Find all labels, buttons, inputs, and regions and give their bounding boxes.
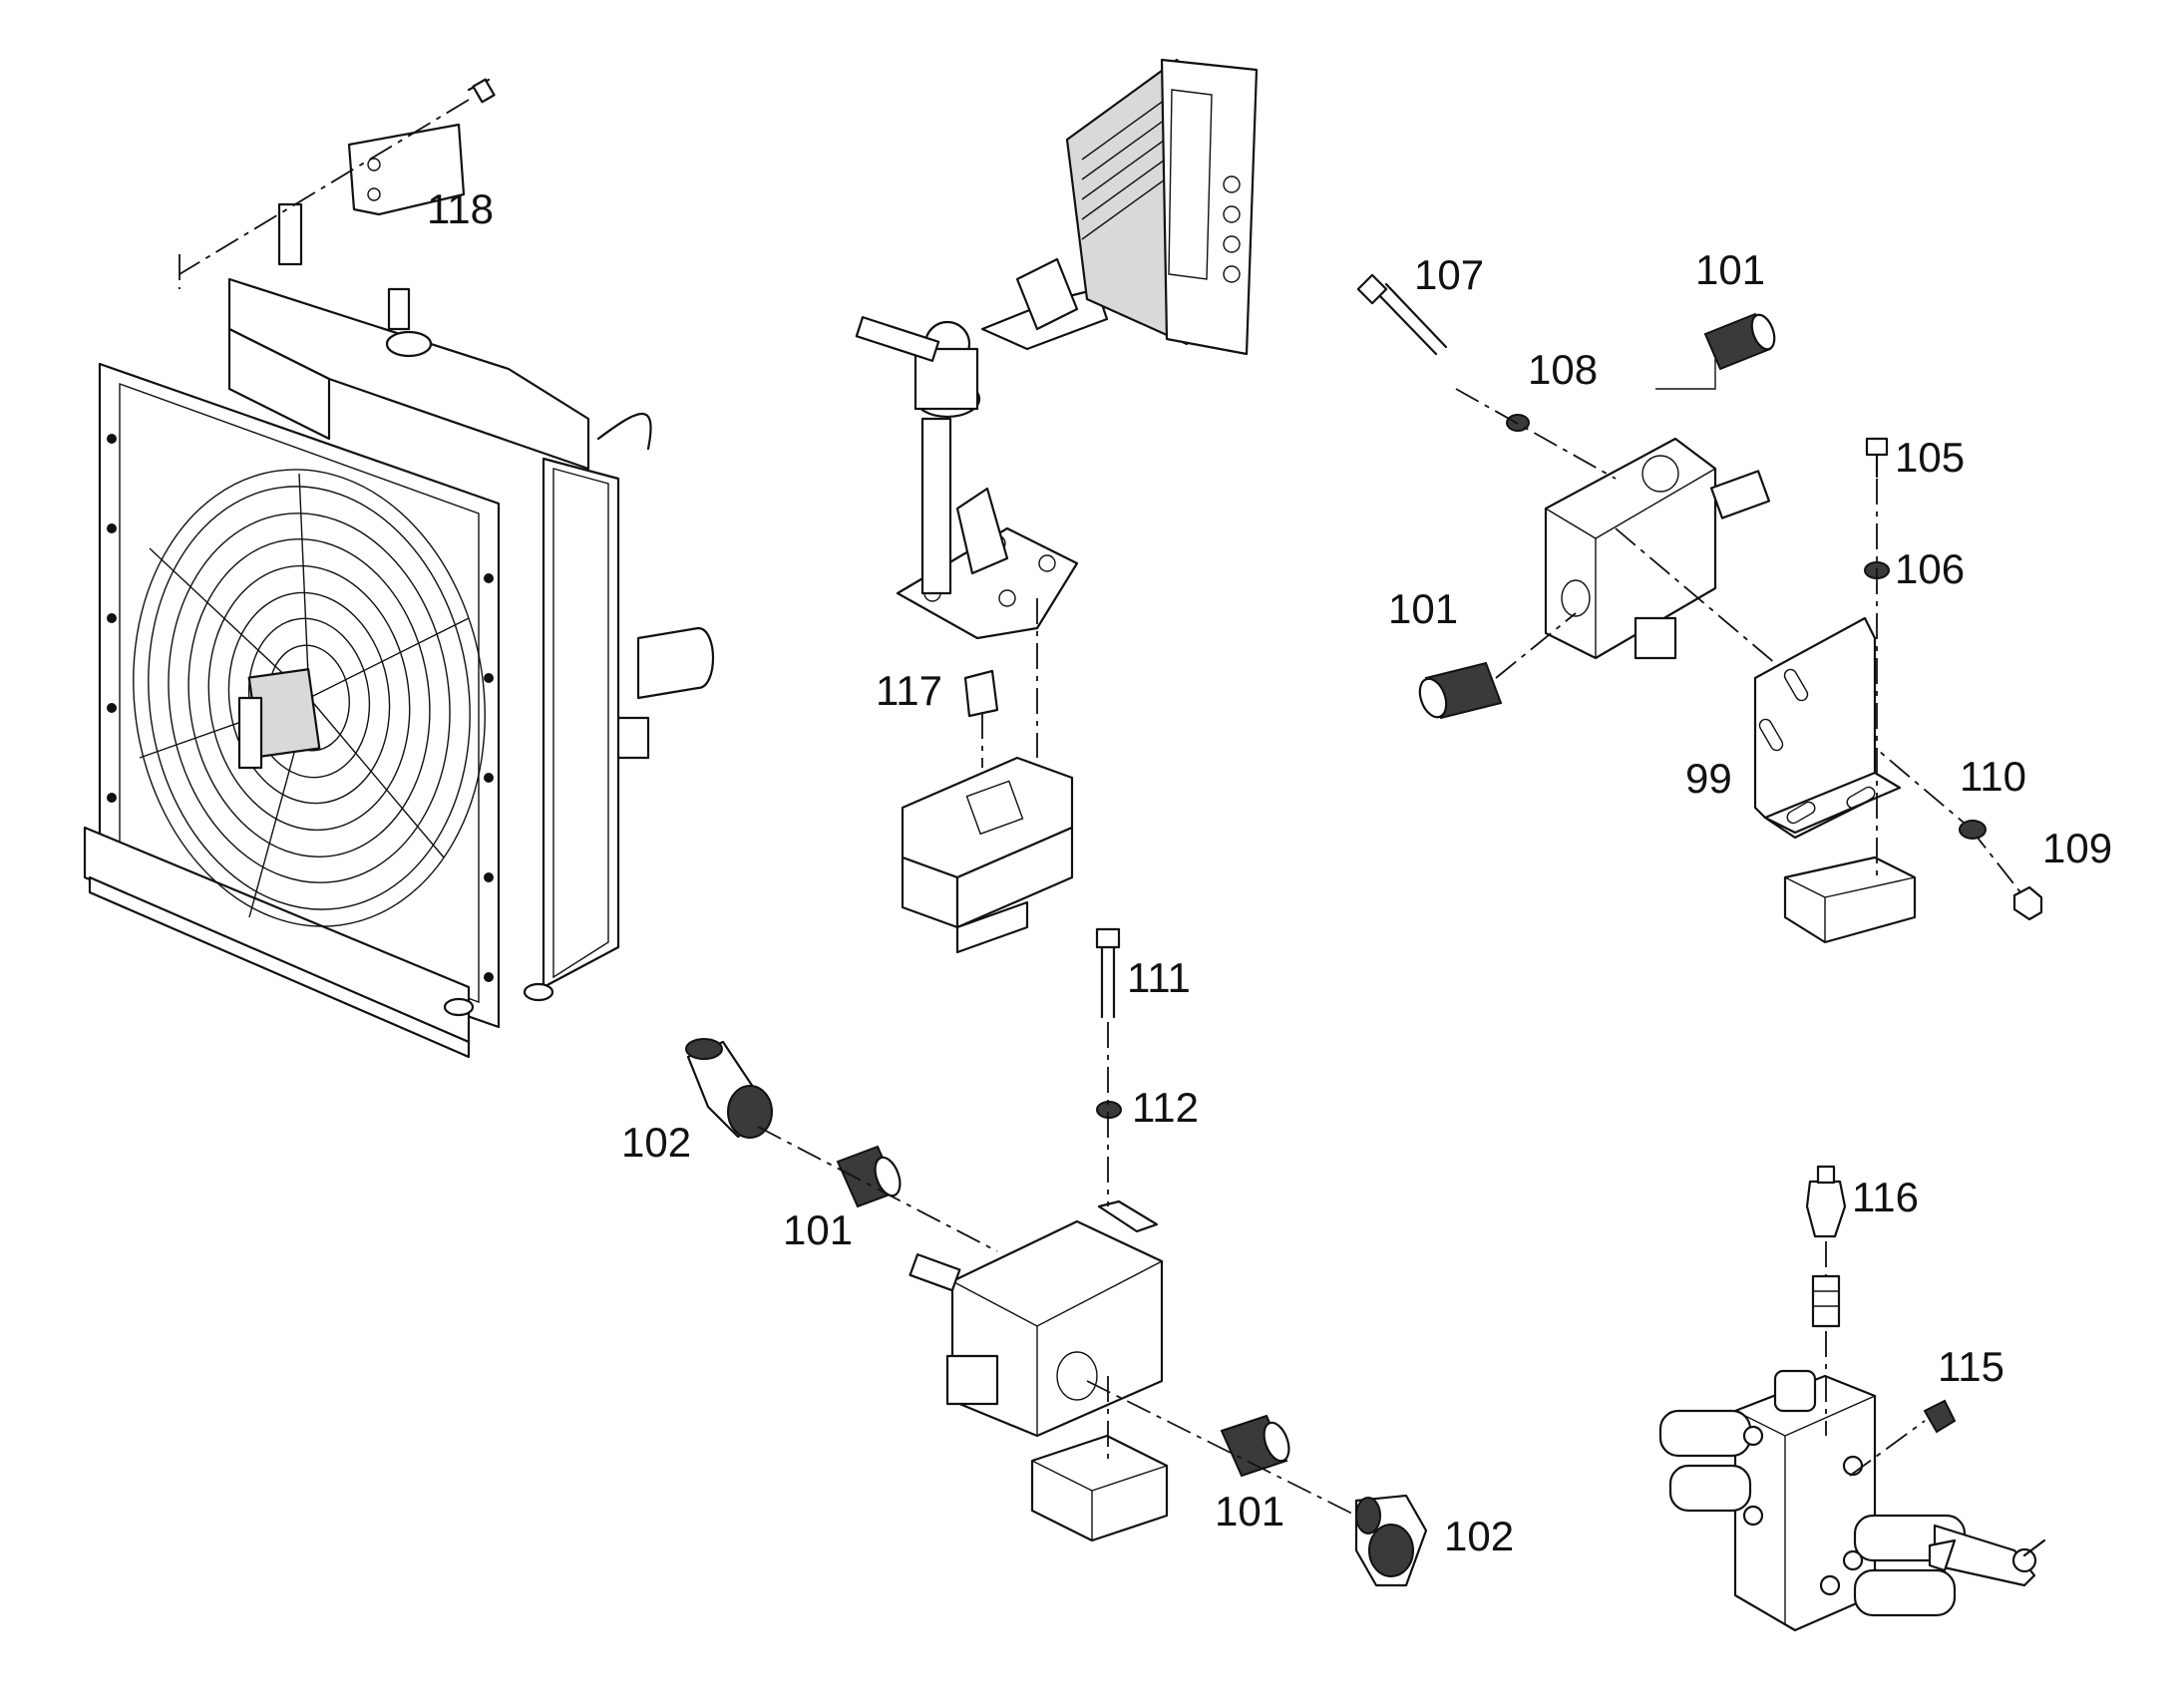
bracket-99-hardware-icon [1753,437,2043,944]
callout-105: 105 [1895,434,1965,481]
display-console-mount-icon [855,58,1259,640]
callout-112: 112 [1132,1084,1199,1131]
bracket-118-icon [347,78,496,216]
callout-111: 111 [1127,954,1191,1001]
callout-116: 116 [1852,1174,1919,1220]
callout-101-mid: 101 [1388,585,1458,632]
upper-valve-block-icon [1356,273,1776,720]
callout-99: 99 [1685,755,1732,802]
callout-101-bottom: 101 [1215,1488,1284,1535]
electrical-connector-icon [901,669,1074,954]
callout-107: 107 [1414,251,1484,298]
callout-115: 115 [1938,1343,2004,1390]
callout-101-low: 101 [783,1206,853,1253]
callout-109: 109 [2042,825,2112,871]
callout-117: 117 [876,667,942,714]
radiator-fan-assembly-icon [83,202,715,1059]
callout-102-right: 102 [1444,1513,1514,1559]
callout-108: 108 [1528,346,1598,393]
directional-control-valve-icon [1658,1165,2046,1632]
callout-118: 118 [427,185,494,232]
callout-110: 110 [1960,753,2026,800]
callout-102-left: 102 [621,1119,691,1166]
callout-101-top: 101 [1695,246,1765,293]
lower-valve-block-icon [685,927,1428,1587]
callout-106: 106 [1895,545,1965,592]
